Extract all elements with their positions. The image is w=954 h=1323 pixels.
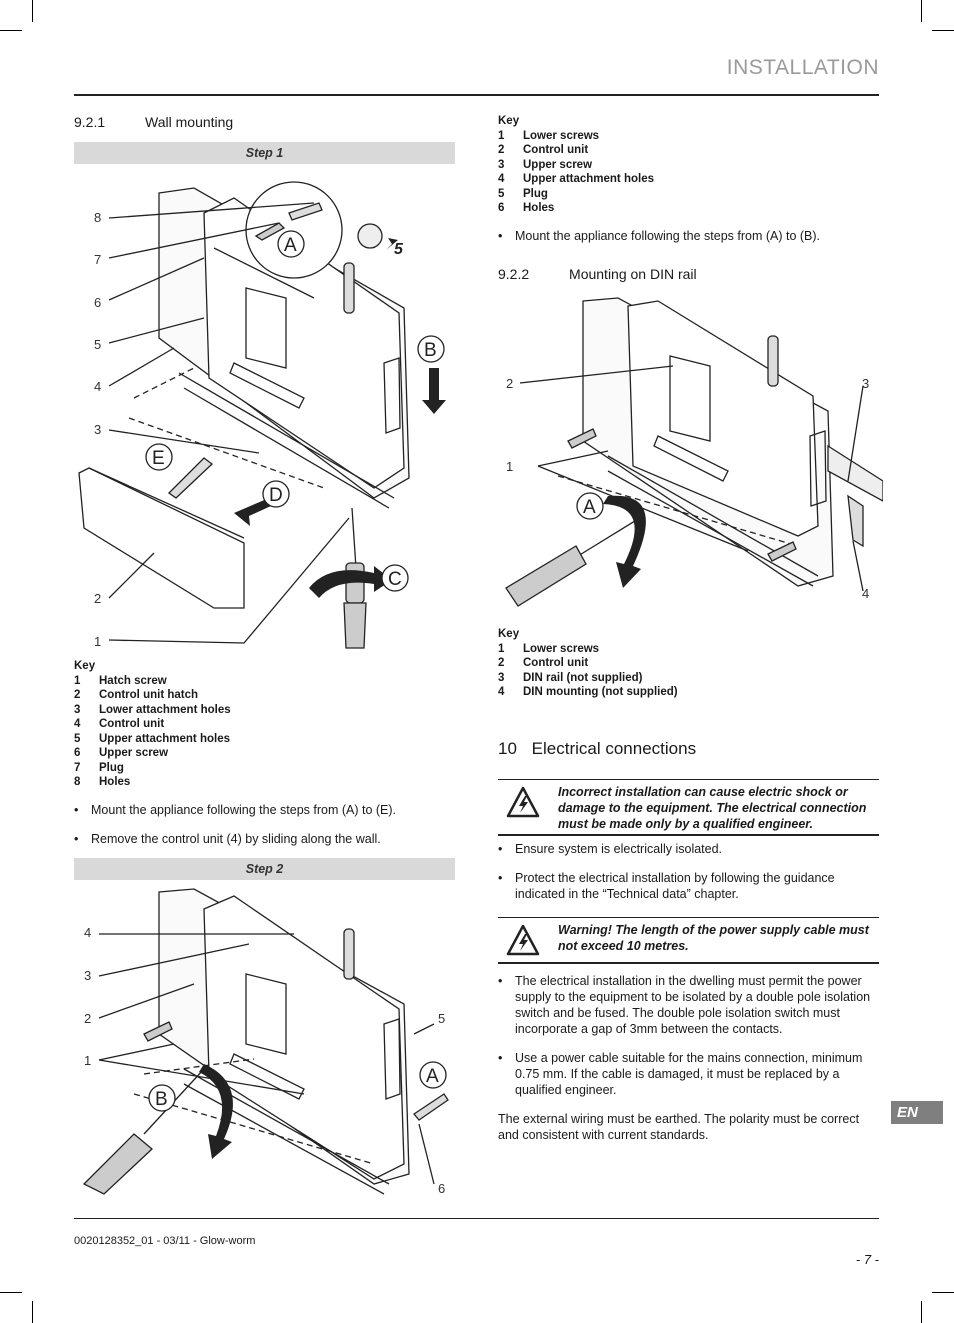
warning-text: Warning! The length of the power supply … — [558, 923, 869, 953]
warning-text: Incorrect installation can cause electri… — [558, 785, 867, 831]
bullet-item: •Ensure system is electrically isolated. — [498, 842, 723, 856]
bullet-item: •The electrical installation in the dwel… — [498, 974, 871, 1036]
section-number: 9.2.1 — [74, 114, 106, 130]
key-title: Key — [498, 115, 520, 127]
callout-3: 3 — [94, 422, 101, 437]
step-letter-c: C — [388, 569, 402, 590]
section-number: 10 — [498, 739, 517, 758]
bullet-item: •Mount the appliance following the steps… — [74, 803, 397, 817]
page-header-title: INSTALLATION — [726, 56, 879, 79]
callout-7: 7 — [94, 252, 101, 267]
callout-6: 6 — [438, 1181, 445, 1196]
wall-mounting-step2-figure: 4 3 2 1 5 6 A B — [82, 888, 449, 1196]
crop-mark — [32, 1301, 33, 1323]
step-letter-a: A — [284, 235, 297, 256]
section-10-heading: 10 Electrical connections — [498, 739, 696, 759]
page-number: - 7 - — [855, 1252, 879, 1267]
bullet-item: •Remove the control unit (4) by sliding … — [74, 832, 381, 846]
doc-reference: 0020128352_01 - 03/11 - Glow-worm — [74, 1235, 256, 1247]
crop-mark — [0, 1292, 22, 1293]
earthing-paragraph: The external wiring must be earthed. The… — [498, 1112, 860, 1142]
step-letter-e: E — [152, 448, 165, 469]
bullet-item: •Use a power cable suitable for the main… — [498, 1051, 863, 1097]
callout-2: 2 — [506, 376, 513, 391]
footer-rule — [74, 1218, 879, 1219]
step-letter-b: B — [424, 340, 437, 361]
crop-mark — [932, 30, 954, 31]
callout-6: 6 — [94, 295, 101, 310]
section-number: 9.2.2 — [498, 266, 530, 282]
callout-5: 5 — [438, 1011, 445, 1026]
callout-3: 3 — [862, 376, 869, 391]
callout-4: 4 — [84, 925, 91, 940]
callout-1: 1 — [84, 1053, 91, 1068]
crop-mark — [932, 1292, 954, 1293]
step2-bar: Step 2 — [74, 858, 455, 880]
callout-4: 4 — [94, 379, 101, 394]
key-title: Key — [498, 628, 520, 640]
bullet-item: •Protect the electrical installation by … — [498, 871, 835, 901]
din-rail-figure: 2 1 3 4 A — [505, 297, 883, 607]
electrical-hazard-icon — [506, 924, 540, 956]
warning-box: Warning! The length of the power supply … — [498, 917, 879, 964]
wall-mounting-step1-figure: 8 7 6 5 4 3 2 1 A B C D E 5 — [78, 181, 446, 649]
callout-1: 1 — [506, 459, 513, 474]
callout-2: 2 — [84, 1011, 91, 1026]
language-tab: EN — [891, 1101, 943, 1124]
crop-mark — [32, 0, 33, 22]
step1-bar: Step 1 — [74, 142, 455, 164]
callout-4: 4 — [862, 586, 869, 601]
section-title: Electrical connections — [531, 739, 697, 758]
warning-box: Incorrect installation can cause electri… — [498, 779, 879, 836]
section-title: Mounting on DIN rail — [569, 266, 697, 282]
bullet-item: •Mount the appliance following the steps… — [498, 229, 821, 243]
step-letter-d: D — [269, 485, 283, 506]
header-rule — [74, 94, 879, 96]
callout-1: 1 — [94, 634, 101, 649]
crop-mark — [921, 1301, 922, 1323]
detail-label: 5 — [394, 241, 404, 258]
step-letter-a: A — [426, 1066, 439, 1087]
callout-5: 5 — [94, 337, 101, 352]
step-letter-a: A — [583, 497, 596, 518]
section-922-heading: 9.2.2 Mounting on DIN rail — [498, 266, 697, 282]
crop-mark — [921, 0, 922, 22]
section-title: Wall mounting — [145, 114, 234, 130]
callout-2: 2 — [94, 591, 101, 606]
section-921-heading: 9.2.1 Wall mounting — [74, 114, 233, 130]
callout-3: 3 — [84, 968, 91, 983]
step-letter-b: B — [155, 1089, 168, 1110]
crop-mark — [0, 30, 22, 31]
key-title: Key — [74, 660, 96, 672]
callout-8: 8 — [94, 210, 101, 225]
electrical-hazard-icon — [506, 786, 540, 818]
